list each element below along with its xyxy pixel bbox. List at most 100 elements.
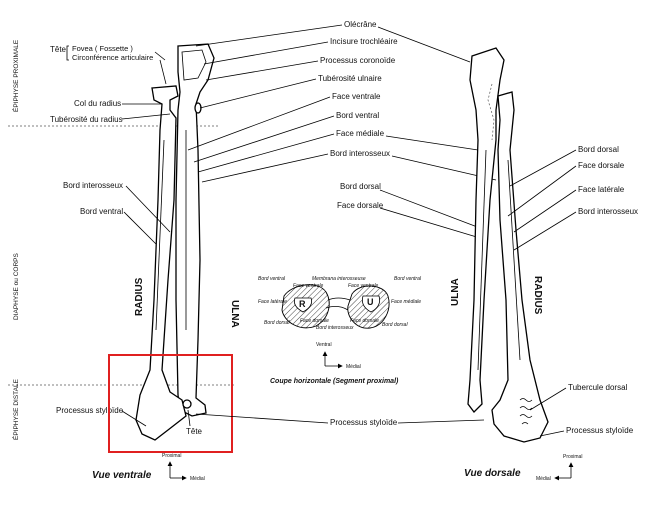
radius-dorsal-ridge — [507, 159, 521, 361]
ventral-view: RADIUS ULNA Tête Fovea ( Fossette ) Circ… — [50, 43, 240, 482]
leader-incisure — [203, 41, 329, 65]
label-tete-ulna: Tête — [186, 427, 203, 436]
radius-shield — [293, 297, 313, 313]
sec-compass-medial: Médial — [346, 364, 361, 370]
sec-face-mediale: Face médiale — [391, 299, 421, 305]
label-olecrane: Olécrâne — [344, 20, 377, 29]
leader-tuberosite-ulnaire — [199, 78, 317, 109]
membrane-lower — [325, 306, 349, 311]
label-processus-styloide-center: Processus styloïde — [330, 418, 398, 427]
leader-face-mediale-left — [197, 133, 335, 173]
label-coronoide: Processus coronoïde — [320, 56, 396, 65]
leader-olecrane-right — [377, 26, 471, 63]
leader-styloide-center-left — [195, 413, 329, 424]
leader-tubercule-dorsal — [529, 387, 567, 411]
region-distal-label: ÉPIPHYSE DISTALE — [11, 378, 20, 440]
leader-face-laterale-right — [513, 189, 577, 233]
leader-bord-ventral-left — [123, 211, 157, 245]
sec-face-dorsale-r: Face dorsale — [350, 318, 379, 324]
membrane-upper — [327, 297, 351, 301]
radius-name-right: RADIUS — [532, 276, 543, 315]
ulna-dorsal-crest — [487, 83, 495, 141]
label-face-mediale: Face médiale — [336, 129, 385, 138]
sec-face-ventrale-r: Face ventrale — [348, 283, 379, 289]
cross-section: R U Bord ventral Face ventrale Membrana … — [258, 276, 422, 385]
radius-ridge — [155, 139, 165, 331]
leader-tete-ulna — [187, 409, 191, 427]
label-face-ventrale: Face ventrale — [332, 92, 381, 101]
center-labels: Olécrâne Incisure trochléaire Processus … — [187, 20, 497, 427]
radius-name-left: RADIUS — [134, 277, 145, 316]
label-processus-styloide-left: Processus styloïde — [56, 406, 124, 415]
label-bord-interosseux-center: Bord interosseux — [330, 149, 390, 158]
section-U: U — [367, 297, 374, 307]
leader-face-dorsale-center — [379, 207, 481, 239]
ulna-head — [182, 399, 192, 409]
label-col-radius: Col du radius — [74, 99, 121, 108]
leader-bord-interosseux-left — [125, 185, 171, 233]
ulna-name-right: ULNA — [450, 278, 461, 306]
view-title-ventral: Vue ventrale — [92, 470, 152, 481]
region-diaphysis-label: DIAPHYSE ou CORPS — [13, 253, 20, 320]
leader-styloide-center-right — [397, 419, 485, 424]
ulna-shield — [361, 295, 381, 313]
leader-bord-dorsal-right — [509, 149, 577, 187]
label-tete: Tête — [50, 45, 67, 54]
section-caption: Coupe horizontale (Segment proximal) — [270, 378, 399, 385]
leader-face-ventrale — [187, 96, 331, 151]
leader-circonference — [159, 59, 167, 85]
label-bord-interosseux-left: Bord interosseux — [63, 181, 123, 190]
label-tuberosite-radius: Tubérosité du radius — [50, 115, 123, 124]
label-fovea: Fovea ( Fossette ) — [72, 44, 133, 53]
ulna-dorsal-bone — [467, 47, 505, 413]
sec-bord-dorsal-r: Bord dorsal — [382, 322, 408, 328]
label-bord-interosseux-right: Bord interosseux — [578, 207, 638, 216]
leader-face-dorsale-right — [507, 165, 577, 217]
label-incisure: Incisure trochléaire — [330, 37, 398, 46]
leader-styloide-left — [121, 410, 147, 427]
sec-compass-ventral: Ventral — [316, 342, 332, 348]
leader-fovea — [154, 51, 166, 61]
dorsal-view: ULNA RADIUS Bord dorsal Face dorsale Fac… — [450, 47, 638, 482]
sec-face-dorsale-l: Face dorsale — [300, 318, 329, 324]
dorsal-tubercle-grooves — [519, 398, 533, 425]
label-processus-styloide-right: Processus styloïde — [566, 426, 634, 435]
label-face-dorsale-center: Face dorsale — [337, 201, 384, 210]
leader-bord-interosseux-center-left — [201, 153, 329, 183]
leader-bord-ventral-center — [193, 115, 335, 163]
highlight-box — [108, 354, 233, 453]
ulna-name-left: ULNA — [229, 300, 240, 328]
olecrane-notch-outline — [181, 49, 207, 81]
compass-proximal-1: Proximal — [162, 453, 181, 459]
label-bord-ventral-center: Bord ventral — [336, 111, 379, 120]
ulna-ventral-bone — [175, 43, 215, 417]
section-R: R — [299, 299, 306, 309]
sec-face-laterale: Face latérale — [258, 299, 287, 305]
sec-bord-dorsal-l: Bord dorsal — [264, 320, 290, 326]
region-proximal-label: ÉPIPHYSE PROXIMALE — [11, 39, 20, 112]
leader-olecrane-left — [195, 24, 343, 47]
leader-styloide-right — [539, 430, 565, 437]
leader-face-mediale-right — [385, 135, 479, 151]
sec-bord-interosseux: Bord interosseux — [316, 325, 354, 331]
label-bord-dorsal-right: Bord dorsal — [578, 145, 619, 154]
label-bord-ventral-left: Bord ventral — [80, 207, 123, 216]
leader-bord-interosseux-right — [513, 211, 577, 251]
sec-face-ventrale-l: Face ventrale — [293, 283, 324, 289]
sec-bord-ventral-l: Bord ventral — [258, 276, 286, 282]
bracket-tete — [66, 45, 69, 61]
compass-proximal-2: Proximal — [563, 454, 582, 460]
ulna-dorsal-ridge — [477, 149, 487, 371]
view-title-dorsal: Vue dorsale — [464, 468, 521, 479]
compass-medial-2: Médial — [536, 476, 551, 482]
sec-membrana: Membrana interosseuse — [312, 276, 366, 282]
label-tuberosite-ulnaire: Tubérosité ulnaire — [318, 74, 382, 83]
label-face-dorsale-right: Face dorsale — [578, 161, 625, 170]
label-tubercule-dorsal: Tubercule dorsal — [568, 383, 628, 392]
leader-coronoide — [205, 60, 319, 81]
leader-bord-dorsal-center — [379, 189, 481, 229]
leader-tuberosite-radius — [121, 113, 171, 120]
compass-medial-1: Médial — [190, 476, 205, 482]
radius-dorsal-bone — [491, 91, 549, 443]
